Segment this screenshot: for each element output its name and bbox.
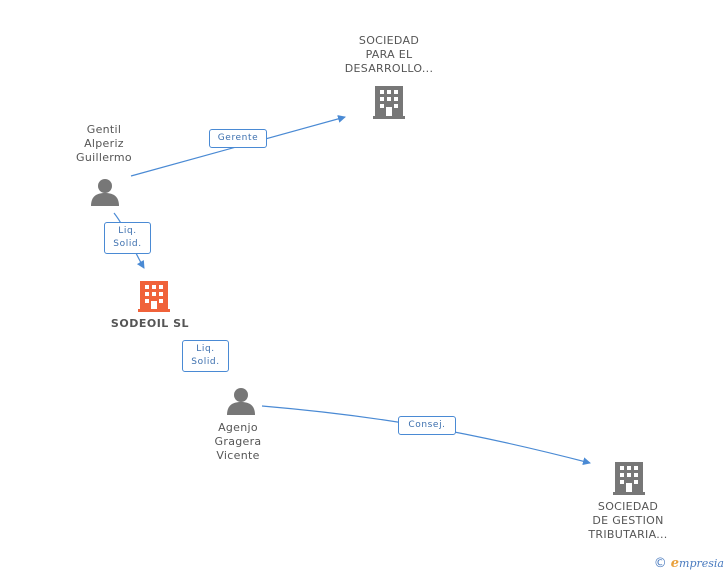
edge-liq1-badge[interactable]: Liq. Solid.	[104, 222, 151, 254]
label-line: DESARROLLO...	[344, 62, 434, 75]
edge-gerente-badge[interactable]: Gerente	[209, 129, 267, 148]
edge-liq2-badge[interactable]: Liq. Solid.	[182, 340, 229, 372]
brand-watermark[interactable]: © empresia	[654, 556, 724, 571]
label-line: Gentil	[86, 123, 122, 136]
node-sociedad-gestion-label[interactable]: SOCIEDAD DE GESTION TRIBUTARIA...	[568, 500, 688, 542]
label-line: PARA EL	[365, 48, 413, 61]
label-line: TRIBUTARIA...	[588, 528, 668, 541]
node-gentil-label[interactable]: Gentil Alperiz Guillermo	[54, 123, 154, 165]
node-sodeoil-label[interactable]: SODEOIL SL	[100, 317, 200, 331]
label-line: Alperiz	[84, 137, 124, 150]
edge-label: Gerente	[217, 133, 259, 143]
node-agenjo-label[interactable]: Agenjo Gragera Vicente	[188, 421, 288, 463]
label-line: Gragera	[214, 435, 262, 448]
person-icon[interactable]	[90, 177, 120, 207]
brand-logo: empresia	[671, 556, 724, 571]
label-line: Vicente	[216, 449, 260, 462]
label-line: Agenjo	[218, 421, 258, 434]
edge-label: Solid.	[191, 357, 220, 367]
label-line: DE GESTION	[592, 514, 664, 527]
building-icon-main[interactable]	[138, 279, 170, 313]
person-icon[interactable]	[226, 386, 256, 416]
building-icon[interactable]	[613, 460, 645, 496]
brand-logo-rest: mpresia	[679, 557, 724, 570]
edge-label: Liq.	[118, 226, 137, 236]
copyright-icon: ©	[653, 556, 667, 571]
label-line: Guillermo	[76, 151, 132, 164]
label-line: SODEOIL SL	[110, 317, 190, 330]
edge-label: Consej.	[408, 420, 446, 430]
node-sociedad-desarrollo-label[interactable]: SOCIEDAD PARA EL DESARROLLO...	[329, 34, 449, 76]
label-line: SOCIEDAD	[358, 34, 420, 47]
edge-label: Liq.	[196, 344, 215, 354]
label-line: SOCIEDAD	[597, 500, 659, 513]
edge-label: Solid.	[113, 239, 142, 249]
building-icon[interactable]	[373, 84, 405, 120]
edge-consej-badge[interactable]: Consej.	[398, 416, 456, 435]
brand-logo-e: e	[670, 556, 680, 571]
